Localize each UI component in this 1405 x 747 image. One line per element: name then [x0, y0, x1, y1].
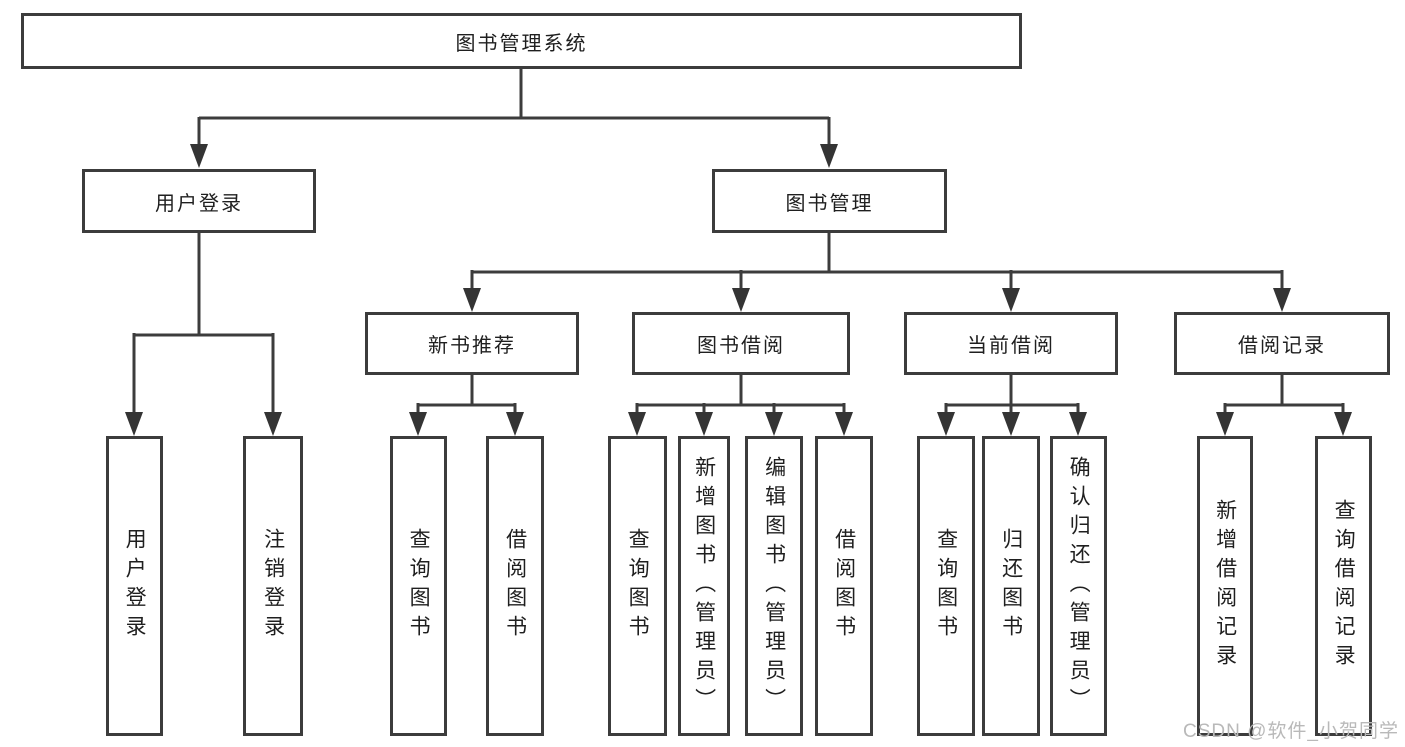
node-label: 归还图书 [999, 528, 1023, 644]
arrowhead-icon [1002, 412, 1020, 436]
leaf-query-books-recommend: 查询图书 [390, 436, 447, 736]
arrowhead-icon [190, 144, 208, 168]
arrowhead-icon [937, 412, 955, 436]
node-label: 新增借阅记录 [1213, 499, 1237, 673]
leaf-query-borrow-record: 查询借阅记录 [1315, 436, 1372, 736]
node-label: 新书推荐 [428, 335, 516, 357]
node-label: 查询图书 [934, 528, 958, 644]
node-label: 图书管理系统 [455, 32, 588, 55]
arrowhead-icon [1069, 412, 1087, 436]
leaf-borrow-books-recommend: 借阅图书 [486, 436, 544, 736]
node-label: 新增图书（管理员） [692, 455, 716, 717]
node-current-borrowing: 当前借阅 [904, 312, 1118, 375]
leaf-query-books-borrowing: 查询图书 [608, 436, 667, 736]
node-label: 用户登录 [123, 528, 147, 644]
arrowhead-icon [765, 412, 783, 436]
node-label: 图书管理 [785, 192, 874, 215]
arrowhead-icon [463, 288, 481, 312]
node-new-book-recommend: 新书推荐 [365, 312, 579, 375]
leaf-logout: 注销登录 [243, 436, 303, 736]
arrowhead-icon [732, 288, 750, 312]
node-label: 查询借阅记录 [1332, 499, 1356, 673]
node-label: 查询图书 [407, 528, 431, 644]
leaf-return-books: 归还图书 [982, 436, 1040, 736]
node-label: 查询图书 [626, 528, 650, 644]
node-book-borrowing: 图书借阅 [632, 312, 850, 375]
arrowhead-icon [125, 412, 143, 436]
node-label: 编辑图书（管理员） [762, 455, 786, 717]
leaf-query-books-current: 查询图书 [917, 436, 975, 736]
node-user-login: 用户登录 [82, 169, 316, 233]
node-label: 借阅图书 [832, 528, 856, 644]
connector-path [132, 68, 1345, 416]
arrowhead-icon [1002, 288, 1020, 312]
csdn-watermark: CSDN @软件_小贺同学 [1183, 721, 1399, 742]
leaf-add-books-admin: 新增图书（管理员） [678, 436, 730, 736]
node-library-management-system: 图书管理系统 [21, 13, 1022, 69]
leaf-borrow-books-borrowing: 借阅图书 [815, 436, 873, 736]
arrowhead-icon [1273, 288, 1291, 312]
node-label: 用户登录 [155, 192, 243, 215]
leaf-edit-books-admin: 编辑图书（管理员） [745, 436, 803, 736]
node-label: 注销登录 [261, 528, 285, 644]
arrowhead-icon [506, 412, 524, 436]
leaf-add-borrow-record: 新增借阅记录 [1197, 436, 1253, 736]
arrowhead-icon [835, 412, 853, 436]
node-book-management: 图书管理 [712, 169, 947, 233]
arrowhead-icon [409, 412, 427, 436]
node-label: 确认归还（管理员） [1067, 455, 1091, 717]
arrowhead-icon [264, 412, 282, 436]
node-label: 借阅记录 [1238, 335, 1326, 357]
leaf-user-login: 用户登录 [106, 436, 163, 736]
node-borrowing-records: 借阅记录 [1174, 312, 1390, 375]
arrowhead-icon [628, 412, 646, 436]
arrowhead-icon [695, 412, 713, 436]
node-label: 借阅图书 [503, 528, 527, 644]
leaf-confirm-return-admin: 确认归还（管理员） [1050, 436, 1107, 736]
node-label: 图书借阅 [697, 335, 785, 357]
arrowhead-icon [1216, 412, 1234, 436]
node-label: 当前借阅 [967, 335, 1055, 357]
arrowhead-icon [1334, 412, 1352, 436]
arrowhead-icon [820, 144, 838, 168]
